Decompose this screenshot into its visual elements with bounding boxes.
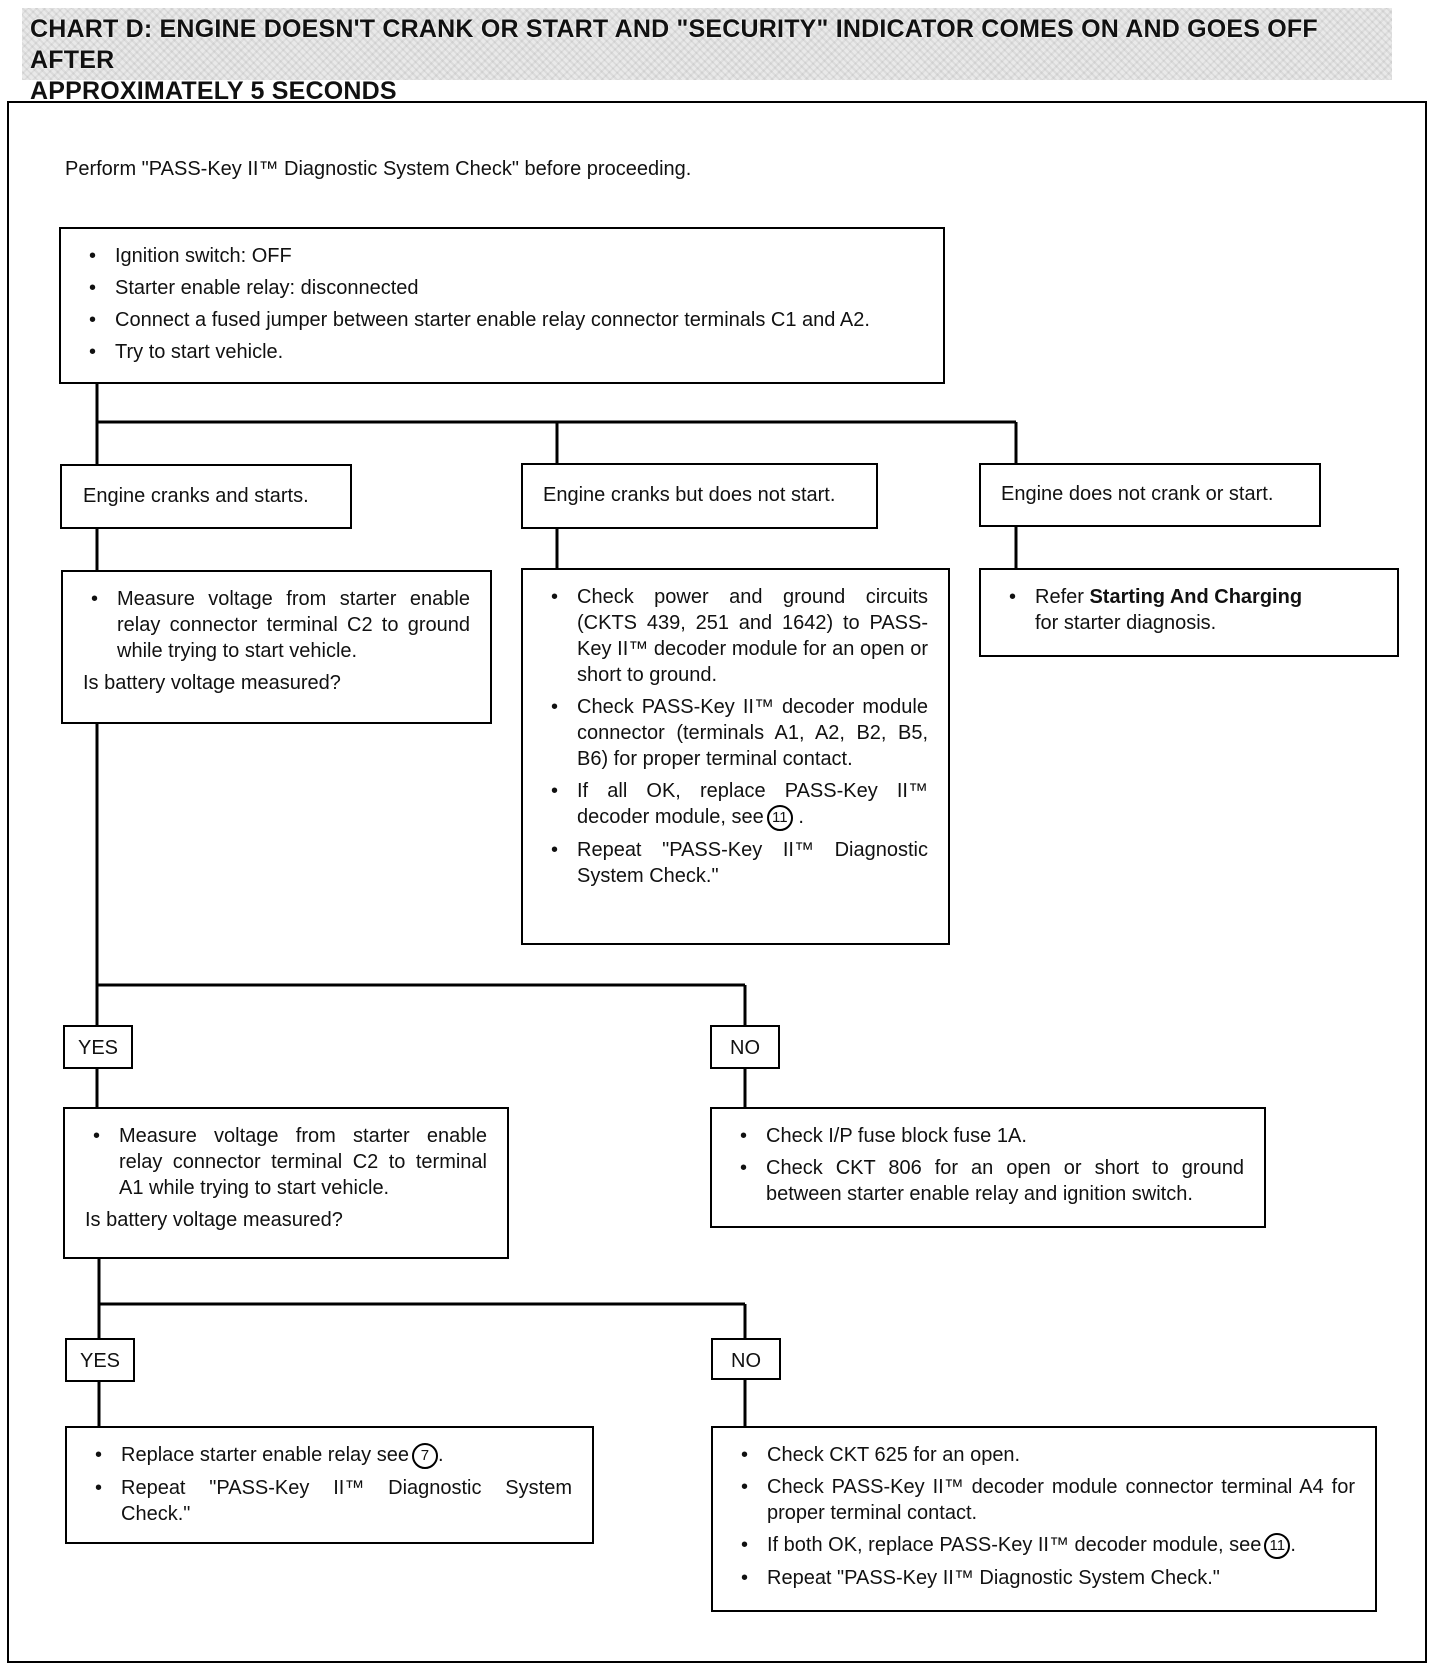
no-label-2: NO	[711, 1338, 781, 1380]
manual-section-ref: Starting And Charging	[1089, 586, 1303, 608]
outcome-cranks-no-start: Engine cranks but does not start.	[521, 463, 878, 529]
list-item: Try to start vehicle.	[81, 339, 923, 365]
check-power-ground-box: Check power and ground circuits (CKTS 43…	[521, 568, 950, 945]
no-text: NO	[730, 1037, 760, 1059]
chart-frame	[7, 101, 1427, 1663]
refer-suffix: for starter diagnosis.	[1035, 612, 1217, 634]
reference-11-icon: 11	[766, 804, 793, 831]
measure-voltage-a1-box: Measure voltage from starter enable rela…	[63, 1107, 509, 1259]
list-item: Check I/P fuse block fuse 1A.	[732, 1123, 1244, 1149]
list-item: Repeat "PASS-Key II™ Diagnostic System C…	[733, 1565, 1355, 1591]
check-fuse-box: Check I/P fuse block fuse 1A. Check CKT …	[710, 1107, 1266, 1228]
question-text: Is battery voltage measured?	[85, 1209, 343, 1231]
list-item: Measure voltage from starter enable rela…	[83, 586, 470, 664]
list-item: If both OK, replace PASS-Key II™ decoder…	[733, 1532, 1355, 1559]
question-text: Is battery voltage measured?	[83, 672, 341, 694]
outcome-label: Engine cranks but does not start.	[543, 484, 836, 506]
step-setup-box: Ignition switch: OFF Starter enable rela…	[59, 227, 945, 384]
list-item: Check power and ground circuits (CKTS 43…	[543, 584, 928, 688]
list-item: Check PASS-Key II™ decoder module connec…	[733, 1474, 1355, 1526]
yes-label-1: YES	[63, 1025, 133, 1069]
no-label-1: NO	[710, 1025, 780, 1069]
outcome-cranks-starts: Engine cranks and starts.	[60, 464, 352, 529]
list-item: Check PASS-Key II™ decoder module connec…	[543, 694, 928, 772]
list-item: Refer Starting And Charging for starter d…	[1001, 584, 1377, 636]
chart-title: CHART D: ENGINE DOESN'T CRANK OR START A…	[30, 14, 1390, 107]
list-item-text: Replace starter enable relay see	[121, 1444, 409, 1466]
yes-text: YES	[77, 1037, 119, 1059]
list-item: If all OK, replace PASS-Key II™ decoder …	[543, 778, 928, 831]
list-item: Connect a fused jumper between starter e…	[81, 307, 923, 333]
refer-starting-charging-box: Refer Starting And Charging for starter d…	[979, 568, 1399, 657]
title-line-1: CHART D: ENGINE DOESN'T CRANK OR START A…	[30, 15, 1318, 74]
title-band	[22, 8, 1392, 80]
list-item: Check CKT 806 for an open or short to gr…	[732, 1155, 1244, 1207]
list-item: Check CKT 625 for an open.	[733, 1442, 1355, 1468]
reference-11-icon: 11	[1264, 1532, 1291, 1559]
outcome-label: Engine cranks and starts.	[83, 485, 309, 507]
measure-voltage-ground-box: Measure voltage from starter enable rela…	[61, 570, 492, 724]
check-ckt-625-box: Check CKT 625 for an open. Check PASS-Ke…	[711, 1426, 1377, 1612]
list-item: Starter enable relay: disconnected	[81, 275, 923, 301]
outcome-label: Engine does not crank or start.	[1001, 483, 1274, 505]
intro-text: Perform "PASS-Key II™ Diagnostic System …	[65, 158, 692, 180]
list-item: Ignition switch: OFF	[81, 243, 923, 269]
list-item: Repeat "PASS-Key II™ Diagnostic System C…	[87, 1475, 572, 1527]
title-line-2: APPROXIMATELY 5 SECONDS	[30, 77, 397, 105]
yes-label-2: YES	[65, 1338, 135, 1382]
list-item-text: If both OK, replace PASS-Key II™ decoder…	[767, 1534, 1262, 1556]
list-item: Measure voltage from starter enable rela…	[85, 1123, 487, 1201]
yes-text: YES	[79, 1350, 121, 1372]
outcome-no-crank: Engine does not crank or start.	[979, 463, 1321, 527]
reference-7-icon: 7	[411, 1442, 438, 1469]
list-item: Repeat "PASS-Key II™ Diagnostic System C…	[543, 837, 928, 889]
no-text: NO	[731, 1350, 761, 1372]
refer-prefix: Refer	[1035, 586, 1090, 608]
list-item-text: If all OK, replace PASS-Key II™ decoder …	[577, 780, 928, 828]
